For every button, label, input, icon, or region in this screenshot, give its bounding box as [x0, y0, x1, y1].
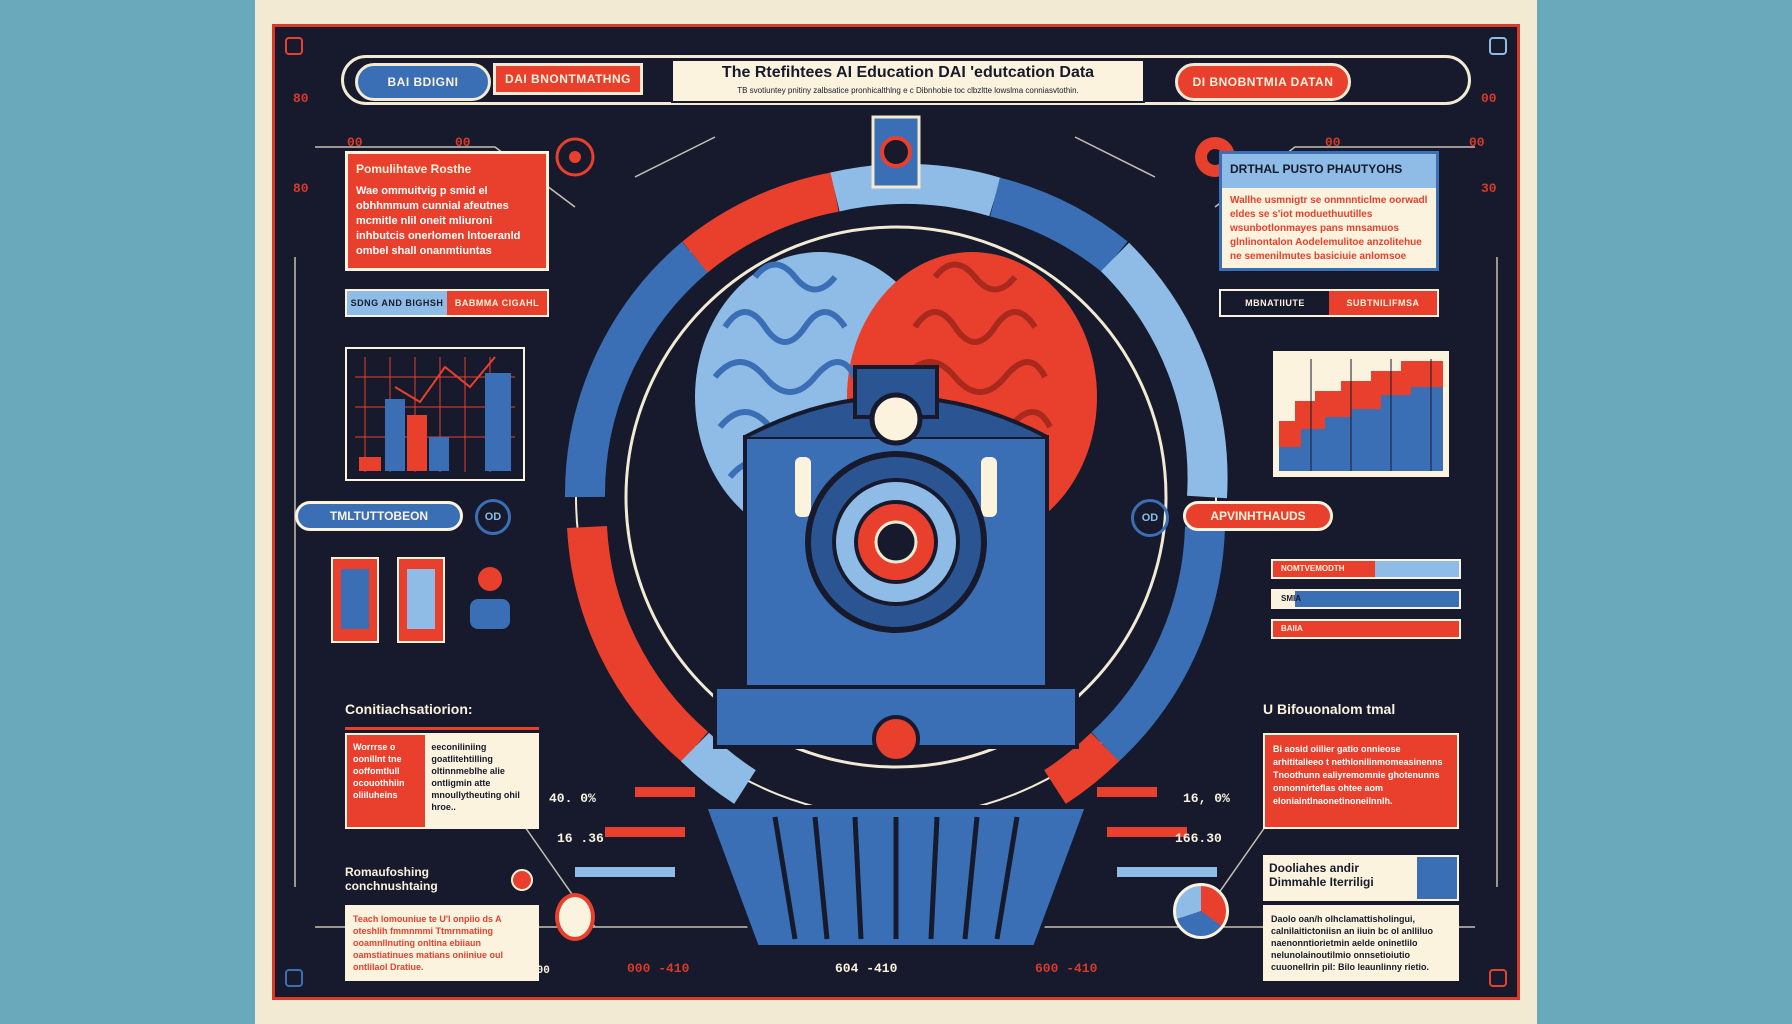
header-left-red-box: DAI BNONTMATHNG: [493, 63, 643, 95]
right-mid-panel: Bi aosid oiilier gatio onnieose arhitita…: [1263, 733, 1459, 829]
corner-badge-icon: [1489, 37, 1507, 55]
left-mid-heading-box: Conitiachsatiorion:: [345, 701, 539, 730]
progress-label: NOMTVEMODTH: [1281, 564, 1345, 573]
progress-label: SMIA: [1281, 594, 1301, 603]
side-number: 80: [293, 181, 309, 196]
left-pill-toggle[interactable]: TMLTUTTOBEON: [295, 501, 463, 531]
left-pill-badge-text: OD: [484, 511, 502, 523]
corner-badge-icon: [1489, 969, 1507, 987]
left-mid-percent: 40. 0%: [549, 791, 596, 806]
header-left-pill: BAI BDIGNI: [355, 63, 491, 101]
left-mini-chart: [345, 347, 525, 481]
side-number: 30: [1481, 181, 1497, 196]
footer-number: 00 0 -00: [497, 965, 550, 977]
left-pill-label: TMLTUTTOBEON: [329, 509, 429, 523]
right-top-panel-heading: DRTHAL PUSTO PHAUTYOHS: [1222, 154, 1436, 188]
left-bottom-heading-box: Romaufoshing conchnushtaing: [345, 865, 539, 901]
progress-fill: [1273, 591, 1296, 607]
right-mid-heading-box: U Bifouonalom tmal: [1263, 701, 1459, 727]
right-pill-toggle[interactable]: APVINHTHAUDS: [1183, 501, 1333, 531]
progress-fill: [1375, 561, 1459, 577]
right-top-panel: DRTHAL PUSTO PHAUTYOHS Wallhe usmnigtr s…: [1219, 151, 1439, 271]
left-mid-red-body: Worrrse o oonillnt tne ooffomtlull ocouo…: [347, 735, 426, 827]
title-box: The Rtefihtees AI Education DAI 'edutcat…: [671, 59, 1145, 103]
progress-bar: SMIA: [1271, 589, 1461, 609]
lock-icon: [1417, 857, 1457, 899]
progress-bar: BAIIA: [1271, 619, 1461, 639]
progress-label: BAIIA: [1281, 624, 1303, 633]
left-top-panel: Pomulihtave Rosthe Wae ommuitvig p smid …: [345, 151, 549, 271]
corner-badge-icon: [285, 969, 303, 987]
progress-bar: NOMTVEMODTH: [1271, 559, 1461, 579]
lock-drop-icon: [555, 893, 595, 941]
left-mid-cream-body: eeconiliniing goatlitehtilling oltinnmeb…: [425, 735, 537, 827]
info-dot-icon: [511, 869, 533, 891]
right-mini-chart: [1271, 349, 1451, 479]
right-top-panel-body: Wallhe usmnigtr se onmnnticlme oorwadl e…: [1230, 195, 1428, 262]
left-mid-panel: Worrrse o oonillnt tne ooffomtlull ocouo…: [345, 733, 539, 829]
left-bottom-panel: Teach lomouniue te U'l onpiio ds A otesh…: [345, 905, 539, 981]
right-bottom-heading: Dooliahes andir Dimmahle Iterriligi: [1269, 861, 1374, 889]
side-number: 00: [1481, 91, 1497, 106]
page-subtitle: TB svotiuntey pnitiny zalbsatice pronhic…: [737, 86, 1079, 95]
right-mid-heading: U Bifouonalom tmal: [1263, 701, 1396, 717]
left-mid-stat: 16 .36: [557, 831, 604, 846]
left-tab-blue: SDNG AND BIGHSH: [347, 291, 447, 315]
left-mid-heading: Conitiachsatiorion:: [345, 701, 473, 717]
right-pill-label: APVINHTHAUDS: [1210, 509, 1306, 523]
pie-dial-icon: [1173, 883, 1229, 939]
right-bottom-heading-box: Dooliahes andir Dimmahle Iterriligi: [1263, 855, 1459, 901]
robot-icon: [465, 567, 515, 637]
footer-number: 604 -410: [835, 961, 898, 976]
left-top-panel-heading: Pomulihtave Rosthe: [356, 162, 472, 176]
right-pill-badge[interactable]: OD: [1131, 499, 1169, 537]
header-right-red-pill: DI BNOBNTMIA DATAN: [1175, 63, 1351, 101]
left-book-icons: [331, 557, 457, 649]
central-illustration: [294, 115, 1498, 949]
right-mid-percent: 16, 0%: [1183, 791, 1230, 806]
right-progress-bars: NOMTVEMODTH SMIA BAIIA: [1271, 559, 1461, 639]
left-top-panel-body: Wae ommuitvig p smid el obhhmmum cunnial…: [356, 185, 521, 254]
book-icon: [331, 557, 379, 643]
footer-number: 000 -410: [627, 961, 690, 976]
page-title: The Rtefihtees AI Education DAI 'edutcat…: [721, 64, 1095, 81]
left-tab-bar: SDNG AND BIGHSH BABMMA CIGAHL: [345, 289, 549, 317]
corner-badge-icon: [285, 37, 303, 55]
footer-number: 600 -410: [1035, 961, 1098, 976]
left-tab-red: BABMMA CIGAHL: [447, 291, 547, 315]
right-pill-badge-text: OD: [1141, 512, 1159, 524]
side-number: 80: [293, 91, 309, 106]
progress-fill: [1273, 621, 1404, 637]
poster-frame: 80 00 00 00 80 00 00 30 BAI BDIGNI DAI B…: [272, 24, 1520, 1000]
right-tab-red: SUBTNILIFMSA: [1329, 291, 1437, 315]
left-pill-badge[interactable]: OD: [475, 499, 511, 535]
right-tab-dark: MBNATIIUTE: [1221, 291, 1329, 315]
right-mid-stat: 166.30: [1175, 831, 1222, 846]
book-icon: [397, 557, 445, 643]
right-tab-bar: MBNATIIUTE SUBTNILIFMSA: [1219, 289, 1439, 317]
right-bottom-panel: Daolo oan/h olhclamattisholingui, calnil…: [1263, 905, 1459, 981]
left-bottom-heading: Romaufoshing conchnushtaing: [345, 865, 438, 893]
header-frame: [341, 55, 1471, 105]
